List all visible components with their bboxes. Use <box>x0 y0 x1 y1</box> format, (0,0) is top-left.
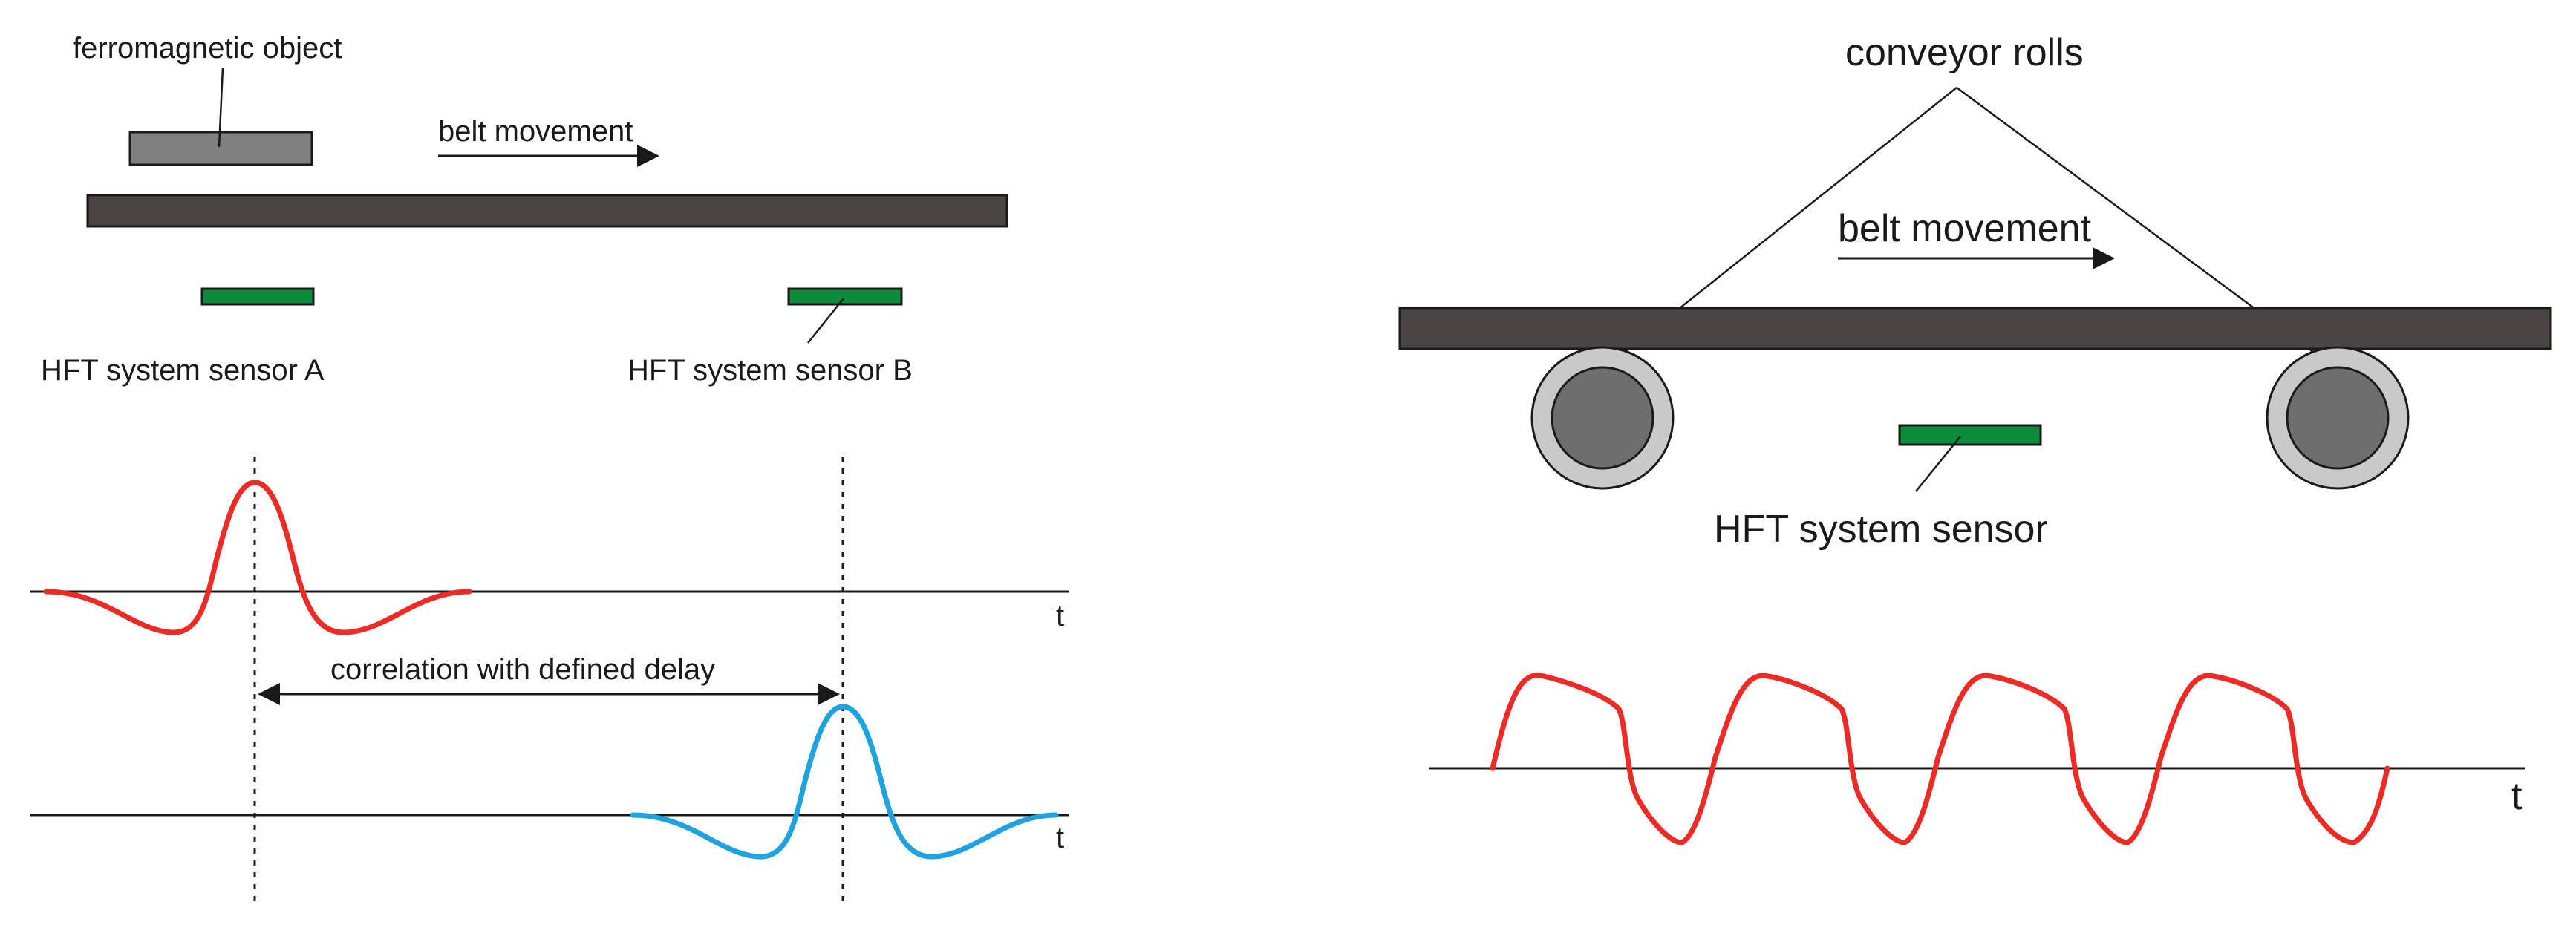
conveyor-roll-left-inner <box>1551 366 1654 470</box>
conveyor-rolls-label: conveyor rolls <box>1845 31 2084 74</box>
conveyor-roll-right-inner <box>2286 366 2390 470</box>
belt-movement-label-right: belt movement <box>1838 207 2092 250</box>
sensor-b-leader-line <box>807 298 844 344</box>
correlation-label: correlation with defined delay <box>330 653 715 686</box>
time-axis-b-label: t <box>1056 822 1064 854</box>
belt-movement-label: belt movement <box>438 115 633 148</box>
conveyor-belt <box>86 194 1008 228</box>
right-panel: conveyor rolls belt movement HFT system … <box>1398 31 2552 845</box>
sensor-a-label: HFT system sensor A <box>41 354 325 387</box>
sensor-leader-line <box>1915 436 1961 492</box>
left-panel: ferromagnetic object belt movement HFT s… <box>30 32 1069 902</box>
signal-a-waveform <box>43 480 472 635</box>
object-label: ferromagnetic object <box>73 32 342 65</box>
sensor-a <box>200 287 315 306</box>
time-axis-a-label: t <box>1056 600 1064 632</box>
sensor-b-label: HFT system sensor B <box>627 354 913 387</box>
periodic-signal-waveform <box>1490 673 2390 845</box>
sensor-b <box>787 287 903 306</box>
sensor-right <box>1898 424 2042 446</box>
object-leader-line <box>218 68 224 148</box>
sensor-label-right: HFT system sensor <box>1714 508 2048 551</box>
conveyor-belt-right <box>1398 307 2552 350</box>
time-axis-right-label: t <box>2511 775 2523 818</box>
signal-b-waveform <box>630 704 1059 860</box>
ferromagnetic-object <box>128 131 313 166</box>
